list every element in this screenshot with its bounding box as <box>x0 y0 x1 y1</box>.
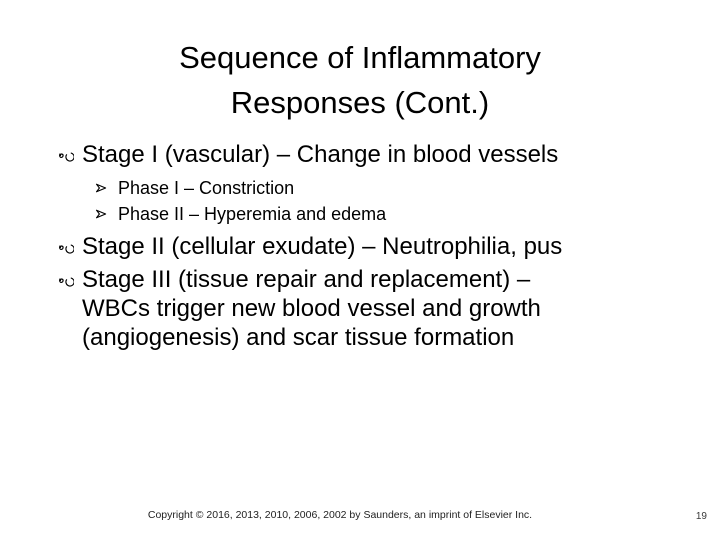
squiggle-bullet-icon <box>58 232 82 256</box>
bullet-item-stage3: Stage III (tissue repair and replacement… <box>58 265 710 352</box>
bullet-text: Stage II (cellular exudate) – Neutrophil… <box>82 232 562 261</box>
sub-bullet-text: Phase I – Constriction <box>118 178 295 198</box>
slide-title-line2: Responses (Cont.) <box>230 85 490 120</box>
slide-body: Stage I (vascular) – Change in blood ves… <box>58 140 710 352</box>
sub-bullet-text: Phase II – Hyperemia and edema <box>118 204 387 224</box>
arrowhead-bullet-icon <box>95 175 118 194</box>
squiggle-bullet-icon <box>58 265 82 289</box>
sub-bullet-list: Phase I – Constriction Phase II – Hypere… <box>95 175 710 227</box>
slide-title-line1: Sequence of Inflammatory <box>179 40 541 75</box>
footer-copyright: Copyright © 2016, 2013, 2010, 2006, 2002… <box>147 509 533 521</box>
bullet-item-stage1: Stage I (vascular) – Change in blood ves… <box>58 140 710 169</box>
bullet-text-line: Stage I (vascular) – Change in blood ves… <box>82 141 559 168</box>
squiggle-bullet-icon <box>58 140 82 164</box>
bullet-text: Stage III (tissue repair and replacement… <box>82 265 541 352</box>
bullet-item-stage2: Stage II (cellular exudate) – Neutrophil… <box>58 232 710 261</box>
bullet-text-line: WBCs trigger new blood vessel and growth <box>82 295 541 322</box>
sub-bullet-item-phase1: Phase I – Constriction <box>95 175 710 201</box>
sub-bullet-item-phase2: Phase II – Hyperemia and edema <box>95 201 710 227</box>
bullet-text-line: (angiogenesis) and scar tissue formation <box>82 324 515 351</box>
page-number: 19 <box>695 511 707 522</box>
arrowhead-bullet-icon <box>95 201 118 220</box>
bullet-text-line: Stage III (tissue repair and replacement… <box>82 266 531 293</box>
bullet-text-line: Stage II (cellular exudate) – Neutrophil… <box>82 233 563 260</box>
bullet-text: Stage I (vascular) – Change in blood ves… <box>82 140 558 169</box>
slide-title: Sequence of Inflammatory Responses (Cont… <box>0 35 720 125</box>
